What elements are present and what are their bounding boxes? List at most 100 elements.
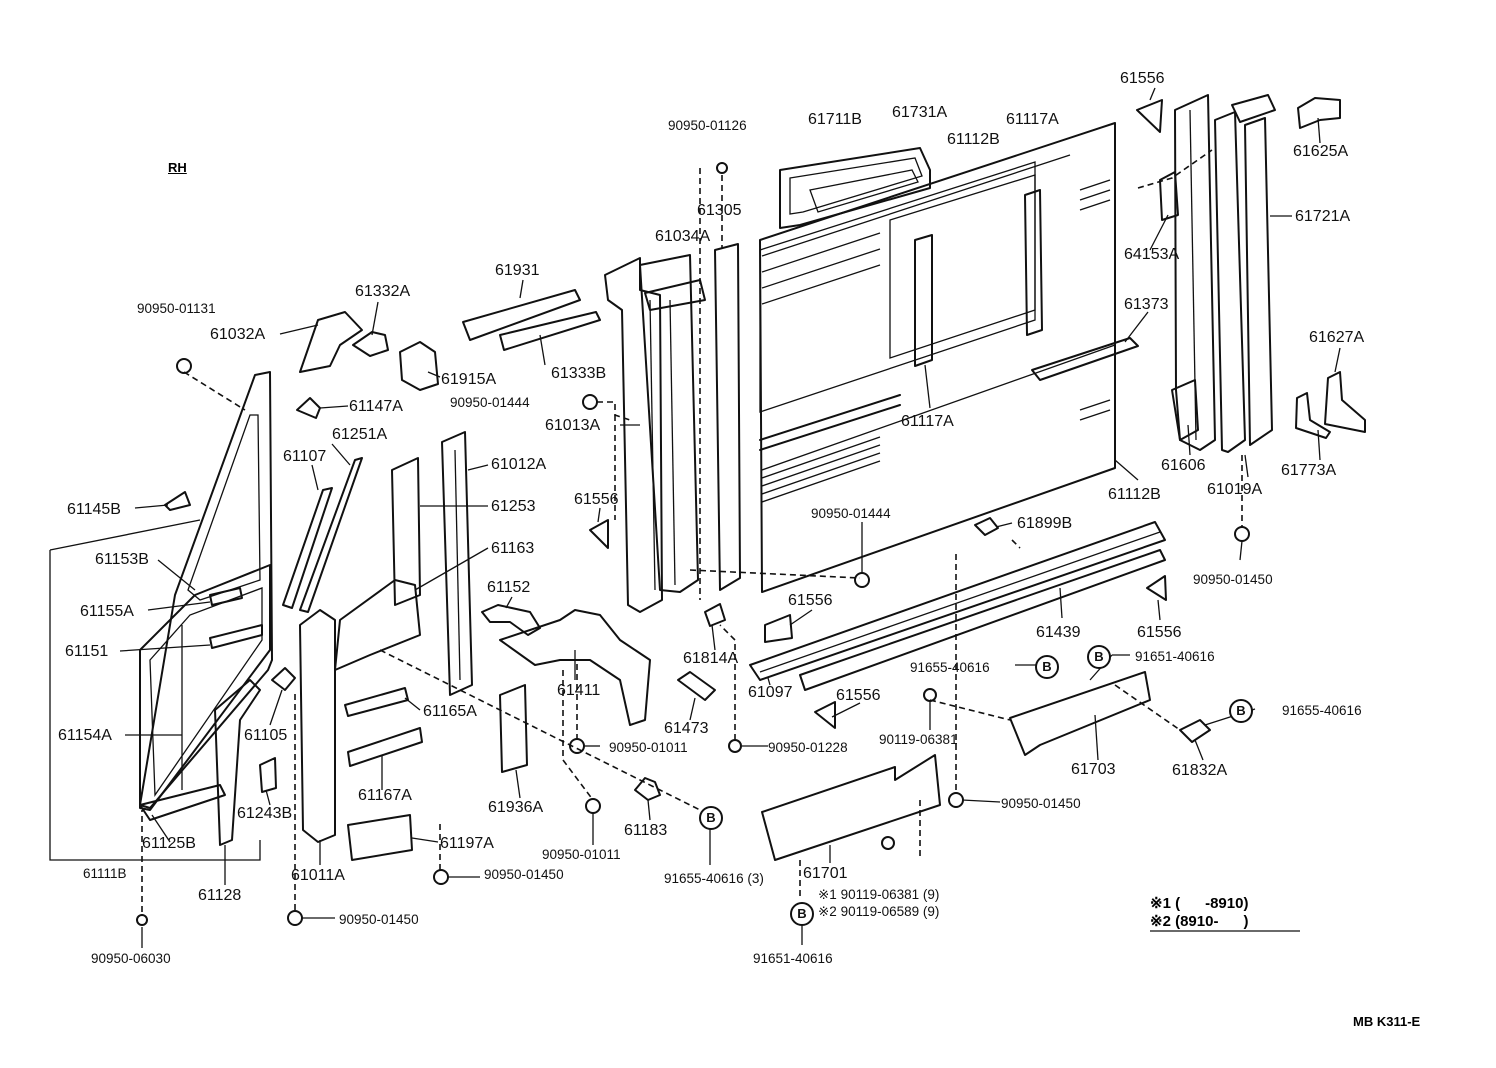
part-label: 90119-06381 (879, 732, 958, 747)
part-label: 61333B (551, 365, 607, 382)
part-label: 61153B (95, 551, 149, 568)
part-label: 61011A (291, 867, 345, 884)
bar-61931 (462, 289, 581, 341)
part-label: 61111B (83, 866, 127, 881)
part-label: 61154A (58, 727, 112, 744)
part-label: 61117A (901, 413, 954, 430)
part-label: 64153A (1124, 246, 1180, 263)
pillar-61019a (1171, 94, 1276, 453)
part-label: 90950-01011 (542, 847, 621, 862)
part-label: 61305 (697, 202, 742, 219)
strip-61107 (282, 487, 333, 609)
bracket-61773a (1295, 392, 1331, 439)
plate-61703 (1009, 671, 1151, 756)
pillar-61253 (391, 457, 421, 606)
strip-61251a (299, 457, 363, 613)
part-label: 61556 (788, 592, 833, 609)
bracket-61152 (481, 604, 541, 636)
window-seal (779, 147, 931, 229)
part-label: 61013A (545, 417, 601, 434)
sill-61439-lower (799, 549, 1166, 691)
part-label: 61625A (1293, 143, 1349, 160)
bracket-61147a (296, 397, 321, 419)
part-label: 61915A (441, 371, 497, 388)
bracket-61411 (499, 609, 651, 726)
screw-90119-06381 (923, 688, 937, 702)
bar-61373 (1031, 337, 1139, 381)
part-label: 90950-01444 (811, 506, 891, 521)
grommet-90950-01011-b (585, 798, 601, 814)
part-label: 91651-40616 (1135, 649, 1215, 664)
part-label: 61332A (355, 283, 411, 300)
grommet-90950-01450-b (948, 792, 964, 808)
clip-61899b (974, 517, 999, 536)
plate-61556-a (589, 519, 609, 549)
bar-61165a (344, 687, 409, 717)
part-label: 61556 (1120, 70, 1165, 87)
grommet-90950-01444-b (854, 572, 870, 588)
plate-61556-d (814, 701, 836, 729)
bar-61333b (499, 311, 601, 351)
part-label: 61112B (1108, 486, 1161, 503)
grommet-90950-01131 (176, 358, 192, 374)
part-label: ※1 90119-06381 (9) (818, 887, 940, 902)
bracket-64153a (1159, 171, 1179, 221)
part-label: 61117A (1006, 111, 1059, 128)
bracket-61332a (352, 331, 389, 357)
part-label: 61183 (624, 822, 668, 839)
part-label: 90950-01126 (668, 118, 747, 133)
part-label: 61832A (1172, 762, 1228, 779)
part-label: 61899B (1017, 515, 1073, 532)
part-label: 61556 (836, 687, 881, 704)
part-label: 61556 (1137, 624, 1182, 641)
part-label: 61128 (198, 887, 242, 904)
part-label: 61703 (1071, 761, 1116, 778)
part-label: 61721A (1295, 208, 1351, 225)
part-label: 90950-06030 (91, 951, 171, 966)
bracket-61832a (1179, 719, 1211, 743)
part-label: 90950-01450 (1193, 572, 1273, 587)
grommet-90950-06030 (136, 914, 148, 926)
bar-61167a (347, 727, 423, 767)
plate-61556-c (1146, 575, 1167, 601)
bracket-61105 (271, 667, 296, 691)
plate-61936a (499, 684, 528, 773)
part-label: 90950-01011 (609, 740, 688, 755)
plate-61197a (347, 814, 413, 861)
part-label: 90950-01450 (339, 912, 419, 927)
part-label: 61253 (491, 498, 536, 515)
part-label: 61032A (210, 326, 266, 343)
bracket-61627a (1324, 371, 1366, 433)
part-label: 61145B (67, 501, 121, 518)
bracket-61163 (334, 579, 421, 671)
diagram-code: MB K311-E (1353, 1014, 1421, 1029)
part-label: 91655-40616 (1282, 703, 1362, 718)
bar-61155a (209, 587, 243, 606)
bracket-61625a (1297, 97, 1341, 129)
pillar-61011a (299, 609, 336, 843)
grommet-90950-01450-c (433, 869, 449, 885)
part-label: 61711B (808, 111, 862, 128)
panel-61112b (759, 122, 1116, 593)
part-label: 61773A (1281, 462, 1337, 479)
legend-line-2: ※2 (8910- ) (1150, 913, 1249, 930)
frame-61111b (49, 371, 273, 861)
grommet-90950-01450-a (1234, 526, 1250, 542)
part-label: 61606 (1161, 457, 1206, 474)
part-label: 61936A (488, 799, 544, 816)
bracket-61814a (704, 603, 726, 627)
part-label: 61012A (491, 456, 547, 473)
part-label: 61034A (655, 228, 711, 245)
part-label: 90950-01450 (484, 867, 564, 882)
sill-61439 (749, 521, 1166, 681)
part-label: 61019A (1207, 481, 1263, 498)
part-label: 91655-40616 (910, 660, 990, 675)
bracket-61183 (634, 777, 661, 801)
pillar-61128 (214, 679, 261, 846)
part-label: 61814A (683, 650, 739, 667)
part-label: 61112B (947, 131, 1000, 148)
part-label: 61147A (349, 398, 403, 415)
plate-61556-b (764, 614, 793, 643)
part-label: 90950-01131 (137, 301, 216, 316)
